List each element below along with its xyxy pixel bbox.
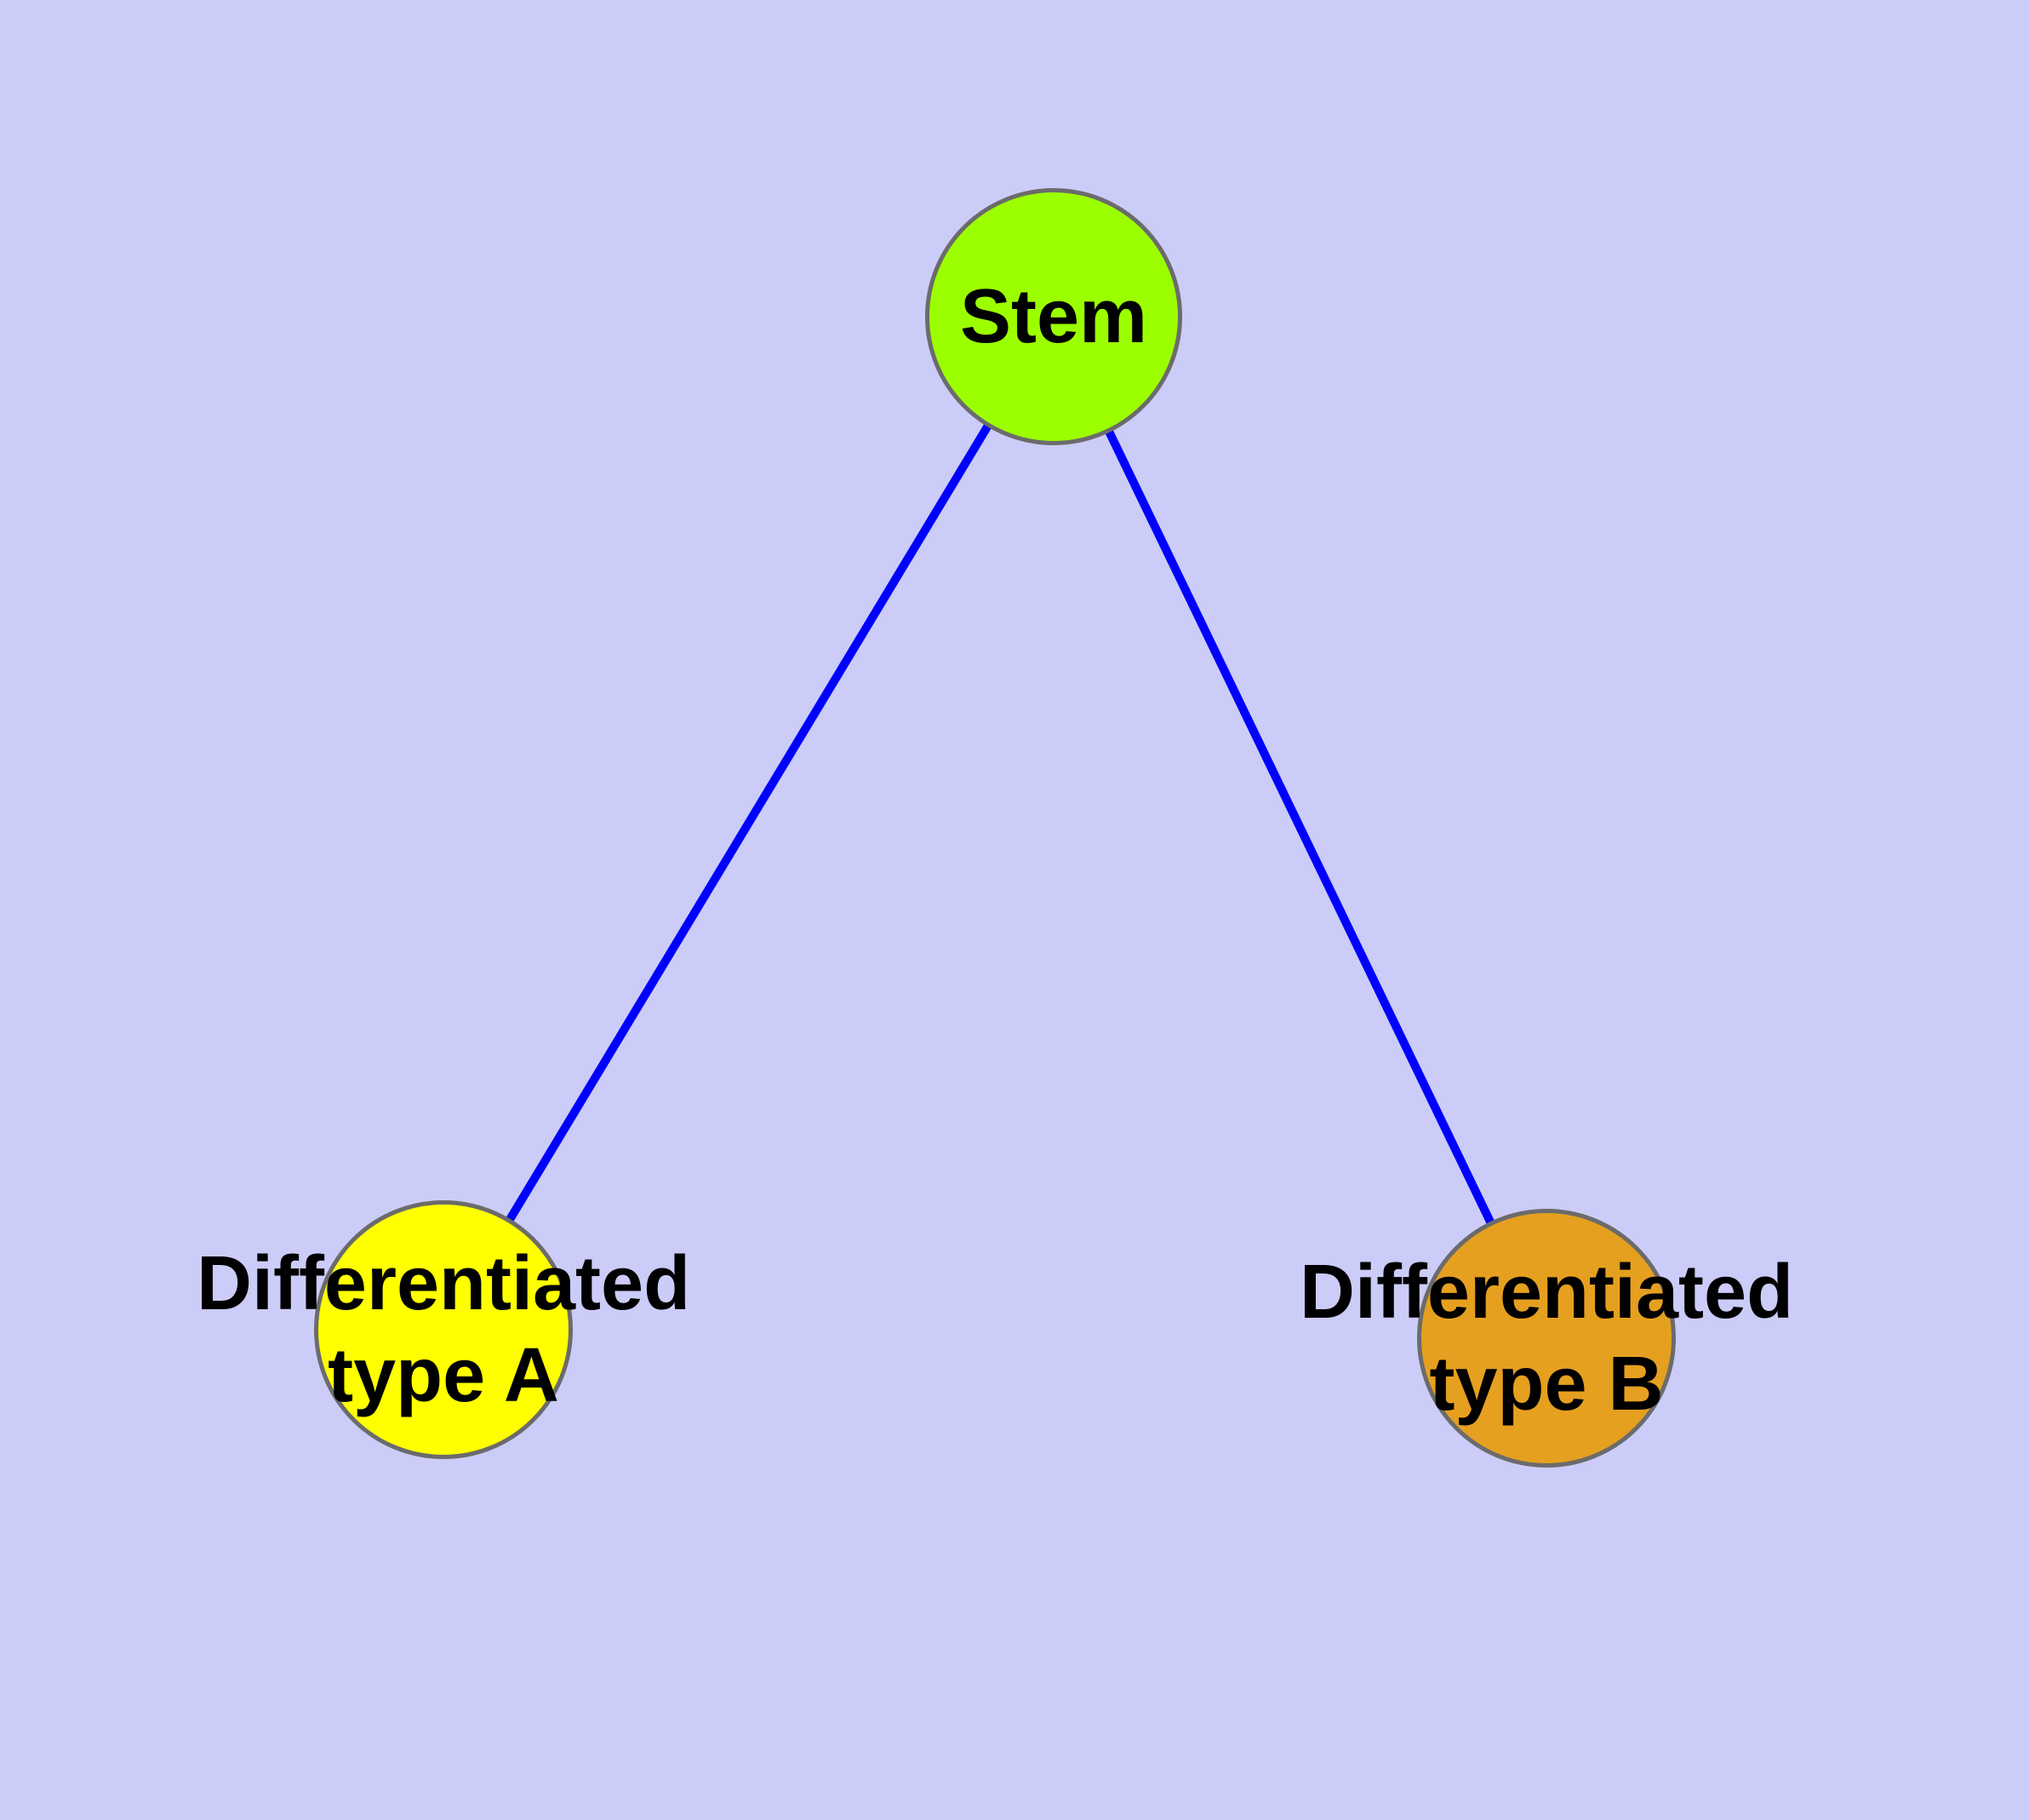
node-label-line: Stem: [959, 274, 1148, 359]
node-stem[interactable]: Stem: [925, 188, 1182, 445]
node-label-line: type B: [1429, 1342, 1664, 1427]
edge-stem-typeA: [439, 314, 1058, 1332]
node-label-line: type A: [328, 1333, 559, 1418]
node-label-line: Differentiated: [196, 1241, 691, 1326]
node-label-line: Differentiated: [1299, 1250, 1794, 1335]
node-label: Stem: [960, 271, 1147, 363]
edge-stem-typeB: [1049, 314, 1551, 1341]
